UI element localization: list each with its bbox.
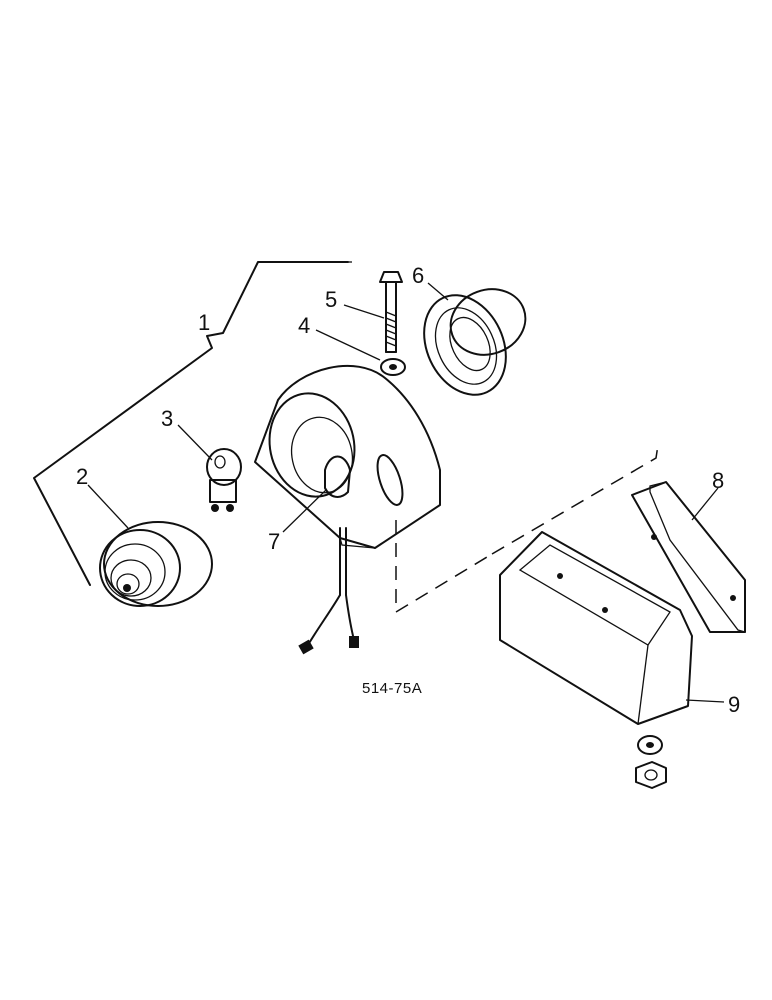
callout-labels: 1 2 3 4 5 6 7 8 9	[76, 263, 740, 717]
callout-9: 9	[728, 692, 740, 717]
callout-7: 7	[268, 529, 280, 554]
callout-8: 8	[712, 468, 724, 493]
part-5-bolt	[379, 271, 403, 353]
nut-and-washer	[635, 735, 667, 789]
part-3-bulb	[206, 448, 242, 512]
part-7-lamp-housing	[254, 364, 441, 549]
leader-lines	[87, 282, 725, 703]
part-9-lamp-body	[499, 531, 693, 725]
part-6-bezel-ring	[423, 288, 527, 396]
callout-2: 2	[76, 464, 88, 489]
callout-4: 4	[298, 313, 310, 338]
assembly-bracket	[33, 261, 352, 586]
part-8-reflector	[631, 481, 746, 633]
part-4-washer	[380, 358, 406, 376]
callout-6: 6	[412, 263, 424, 288]
mounting-dashed-line	[395, 444, 659, 614]
part-2-lens	[99, 521, 213, 607]
callout-5: 5	[325, 287, 337, 312]
wiring-harness	[298, 527, 359, 655]
drawing-code: 514-75A	[362, 680, 422, 697]
callout-1: 1	[198, 310, 210, 335]
callout-3: 3	[161, 406, 173, 431]
